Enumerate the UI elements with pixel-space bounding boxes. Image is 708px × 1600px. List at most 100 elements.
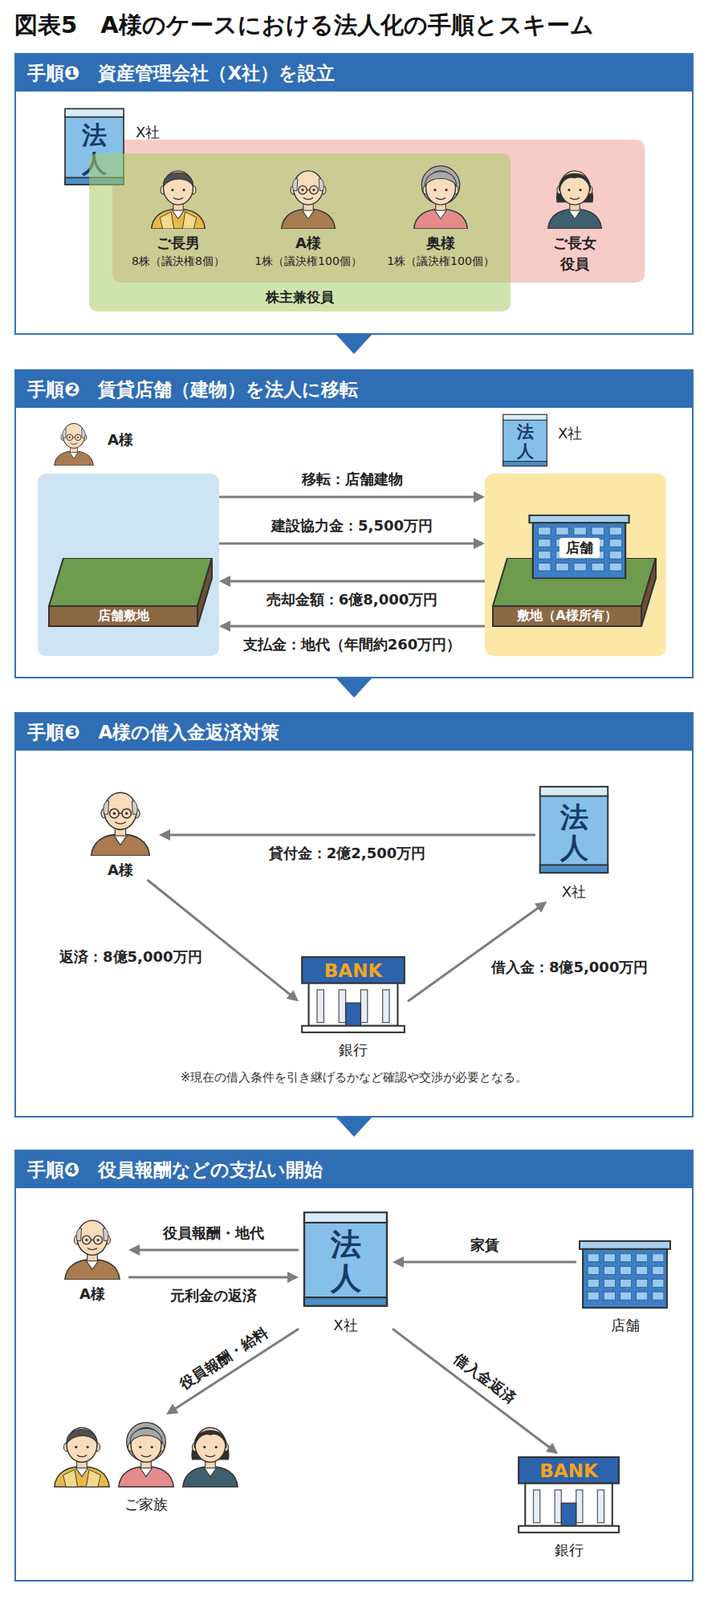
family-figures <box>45 1414 247 1489</box>
store-icon <box>576 1239 674 1311</box>
bank-building: BANK 銀行 <box>298 953 408 1060</box>
store-building: 店舗 <box>576 1239 674 1335</box>
person: 奥様1株（議決権100個） <box>386 158 495 269</box>
company-name: X社 <box>557 423 582 444</box>
store-building: 店舗 <box>525 513 633 582</box>
store-icon: 店舗 <box>525 513 633 582</box>
step-panel: 手順❸ A様の借入金返済対策 A様 法人 X社 BANK 銀行 <box>14 712 694 1118</box>
arrow-connector <box>128 1244 299 1256</box>
group-label: 株主兼役員 <box>89 288 511 307</box>
person-name: 奥様 <box>426 233 456 253</box>
store-name: 店舗 <box>610 1315 640 1335</box>
person-name: ご長男 <box>156 233 200 253</box>
arrow-connector <box>128 1271 299 1283</box>
edge-label: 貸付金：2億2,500万円 <box>265 844 429 863</box>
bank-icon: BANK <box>298 953 408 1036</box>
company-building: 法人 X社 <box>298 1208 393 1335</box>
land-region: 敷地（A様所有） 店舗 <box>484 473 667 656</box>
note-text: ※現在の借入条件を引き継げるかなど確認や交渉が必要となる。 <box>14 1070 694 1086</box>
arrow-connector <box>219 491 485 503</box>
person-figure <box>48 414 100 466</box>
edge-label: 借入金：8億5,000万円 <box>488 958 652 977</box>
edge-label: 支払金：地代（年間約260万円） <box>240 635 465 654</box>
person-name: ご長女 <box>553 233 597 253</box>
person: A様1株（議決権100個） <box>254 158 363 269</box>
family-group: ご家族 <box>45 1414 247 1514</box>
arrow-connector <box>392 1328 558 1454</box>
person-figure <box>56 1207 129 1280</box>
person-figure <box>142 158 214 229</box>
edge-label: 売却金額：6億8,000万円 <box>263 590 441 609</box>
company-mark: 法人 <box>330 1228 362 1296</box>
panel-title: 手順❶ 資産管理会社（X社）を設立 <box>16 54 692 92</box>
store-name: 店舗 <box>559 537 600 558</box>
arrow-connector <box>219 620 485 632</box>
bank-name: 銀行 <box>338 1040 368 1060</box>
company-building: 法人 X社 <box>535 783 613 902</box>
diagram-title: 図表5 A様のケースにおける法人化の手順とスキーム <box>14 9 595 42</box>
person-name: A様 <box>107 430 134 450</box>
person-note: 1株（議決権100個） <box>254 254 363 269</box>
step-arrow <box>336 334 372 354</box>
panel-title: 手順❷ 賃貸店舗（建物）を法人に移転 <box>16 370 692 408</box>
bank-name: 銀行 <box>554 1540 584 1560</box>
person-note: 役員 <box>560 254 590 274</box>
panel-header: 手順❷ 賃貸店舗（建物）を法人に移転 <box>16 370 692 408</box>
edge-label: 返済：8億5,000万円 <box>56 948 205 966</box>
person: A様 <box>81 778 159 880</box>
step-panel: 手順❹ 役員報酬などの支払い開始 A様 法人 X社 店舗ご家族 BANK 銀行 <box>14 1149 694 1582</box>
person-note: 8株（議決権8個） <box>131 254 225 269</box>
person-note: 1株（議決権100個） <box>386 254 495 269</box>
bank-sign: BANK <box>298 956 408 984</box>
arrow-connector <box>392 1256 577 1268</box>
person-name: A様 <box>107 860 134 880</box>
edge-label: 家賃 <box>467 1236 503 1254</box>
person-figure <box>539 158 611 229</box>
building-icon: 法人 <box>535 783 613 878</box>
company-name: X社 <box>561 882 586 902</box>
edge-label: 建設協力金：5,500万円 <box>268 516 436 535</box>
land-region: 店舗敷地 <box>37 473 220 656</box>
step-panel: 手順❶ 資産管理会社（X社）を設立法人X社株主兼役員ご長男8株（議決権8個）A様… <box>14 52 694 335</box>
company-name: X社 <box>135 122 160 143</box>
company-name: X社 <box>333 1315 358 1335</box>
person: ご長男8株（議決権8個） <box>131 158 225 269</box>
step-arrow <box>336 1117 372 1137</box>
bank-building: BANK 銀行 <box>515 1453 623 1560</box>
edge-label: 役員報酬・給料 <box>173 1321 273 1395</box>
arrow-connector <box>147 879 299 1001</box>
person: A様 <box>56 1207 129 1304</box>
company-building: 法人 X社 <box>500 412 582 469</box>
bank-icon: BANK <box>515 1453 623 1536</box>
company-mark: 法人 <box>560 801 589 864</box>
shareholder-group: 株主兼役員ご長男8株（議決権8個）A様1株（議決権100個）奥様1株（議決権10… <box>89 153 511 312</box>
person-figure <box>81 778 159 856</box>
panel-title: 手順❸ A様の借入金返済対策 <box>16 713 692 751</box>
person-figure <box>405 158 477 229</box>
arrow-connector <box>219 575 485 587</box>
land-label: 敷地（A様所有） <box>492 606 642 627</box>
arrow-connector <box>219 537 485 550</box>
store-shape <box>576 1239 674 1311</box>
panel-header: 手順❹ 役員報酬などの支払い開始 <box>16 1151 692 1189</box>
person: ご長女役員 <box>539 158 611 274</box>
bank-sign: BANK <box>515 1456 623 1484</box>
edge-label: 役員報酬・地代 <box>159 1224 268 1242</box>
edge-label: 移転：店舗建物 <box>298 470 407 489</box>
person-figure <box>272 158 344 229</box>
person-name: A様 <box>295 233 322 253</box>
arrow-connector <box>158 829 536 841</box>
panel-title: 手順❹ 役員報酬などの支払い開始 <box>16 1151 692 1189</box>
panel-header: 手順❶ 資産管理会社（X社）を設立 <box>16 54 692 92</box>
person-name: A様 <box>79 1284 106 1304</box>
person: A様 <box>48 414 134 466</box>
edge-label: 元利金の返済 <box>166 1286 261 1305</box>
company-mark: 法人 <box>516 423 534 460</box>
land-label: 店舗敷地 <box>48 606 198 627</box>
family-name: ご家族 <box>124 1494 168 1514</box>
step-arrow <box>336 678 372 698</box>
arrow-connector <box>407 901 547 1001</box>
building-icon: 法人 <box>298 1208 393 1311</box>
panel-header: 手順❸ A様の借入金返済対策 <box>16 713 692 751</box>
